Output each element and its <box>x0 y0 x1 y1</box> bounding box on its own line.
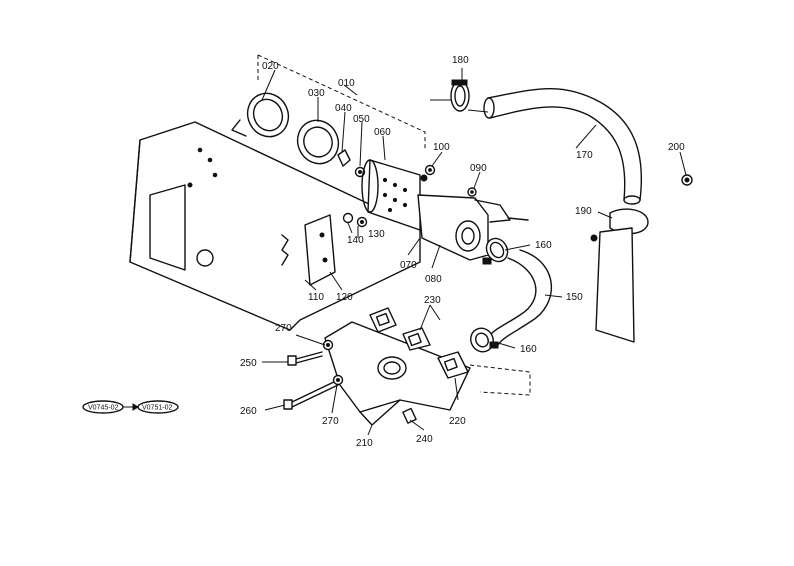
callout-190: 190 <box>575 206 592 217</box>
part-160-clamp-upper <box>482 237 509 265</box>
callout-070: 070 <box>400 260 417 271</box>
callout-270-lower: 270 <box>322 416 339 427</box>
part-120-bracket <box>281 214 336 286</box>
callout-220: 220 <box>449 416 466 427</box>
part-150-hose <box>487 249 553 346</box>
part-090-bolt <box>467 187 477 197</box>
part-250-bolt <box>287 351 323 366</box>
serial-reference: V0745-02 V0751-02 <box>82 400 179 414</box>
part-230-gasket-middle <box>402 327 431 351</box>
part-030-ring <box>296 119 340 165</box>
callout-040: 040 <box>335 103 352 114</box>
callout-160-upper: 160 <box>535 240 552 251</box>
engine-block <box>129 121 421 331</box>
part-060-element <box>361 159 421 231</box>
callout-030: 030 <box>308 88 325 99</box>
part-160-clamp-lower <box>470 327 499 353</box>
callout-050: 050 <box>353 114 370 125</box>
assembly-outline <box>257 54 426 150</box>
callout-200: 200 <box>668 142 685 153</box>
callout-020: 020 <box>262 61 279 72</box>
serial-from: V0745-02 <box>88 405 118 412</box>
callout-060: 060 <box>374 127 391 138</box>
callout-260: 260 <box>240 406 257 417</box>
callout-230: 230 <box>424 295 441 306</box>
callouts: 010 020 030 040 050 060 070 080 090 100 … <box>240 55 685 449</box>
callout-140: 140 <box>347 235 364 246</box>
callout-100: 100 <box>433 142 450 153</box>
callout-210: 210 <box>356 438 373 449</box>
callout-270-upper: 270 <box>275 323 292 334</box>
callout-010: 010 <box>338 78 355 89</box>
part-260-bolt <box>283 379 339 410</box>
serial-to: V0751-02 <box>142 405 172 412</box>
part-170-pipe <box>483 87 643 205</box>
part-270-washer-lower <box>332 374 344 386</box>
part-180-clamp <box>430 79 489 113</box>
callout-160-lower: 160 <box>520 344 537 355</box>
leader-lines <box>261 68 687 436</box>
part-130-nut <box>356 216 368 228</box>
part-100-nut <box>424 164 436 176</box>
part-020-band-clamp <box>231 92 290 138</box>
part-210-manifold <box>324 321 531 426</box>
callout-080: 080 <box>425 274 442 285</box>
part-190-bracket <box>590 208 649 343</box>
callout-130: 130 <box>368 229 385 240</box>
part-140-washer <box>342 212 354 224</box>
callout-110: 110 <box>308 292 324 303</box>
callout-090: 090 <box>470 163 487 174</box>
part-200-bolt <box>681 174 693 186</box>
part-230-gasket-left <box>369 307 397 333</box>
callout-150: 150 <box>566 292 583 303</box>
callout-240: 240 <box>416 434 433 445</box>
callout-170: 170 <box>576 150 593 161</box>
part-240-stud <box>402 407 417 424</box>
part-220-gasket <box>437 351 469 379</box>
callout-250: 250 <box>240 358 257 369</box>
callout-180: 180 <box>452 55 469 66</box>
part-040-fitting <box>337 149 351 167</box>
callout-120: 120 <box>336 292 353 303</box>
